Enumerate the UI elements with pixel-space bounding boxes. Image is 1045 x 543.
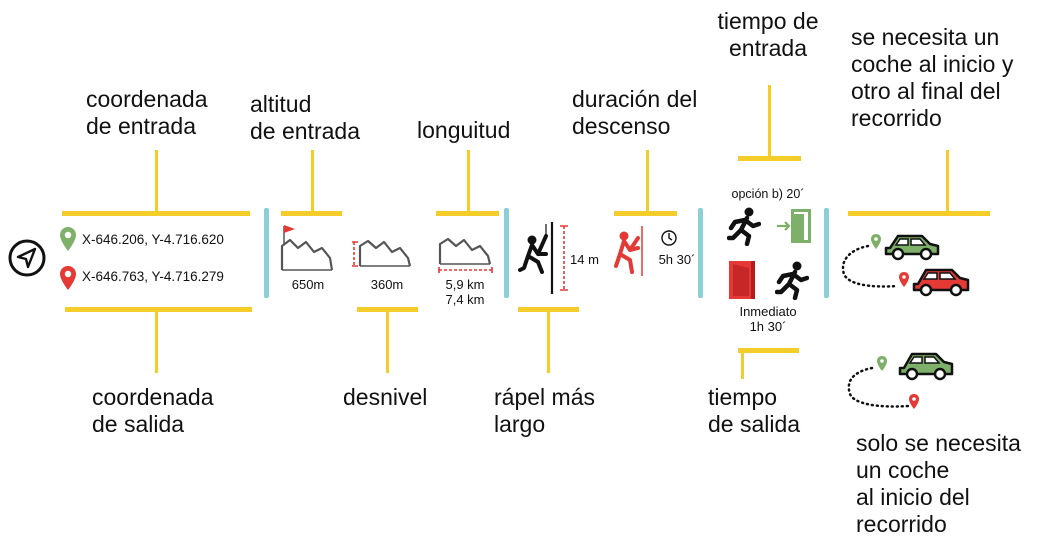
- compass-icon: [8, 239, 46, 277]
- bar-desnivel: [357, 307, 418, 312]
- separator-3: [698, 208, 703, 298]
- separator-2: [504, 208, 509, 298]
- connector-tiempo-entrada: [768, 85, 771, 157]
- value-longitud-2: 7,4 km: [445, 292, 485, 307]
- bar-rapel: [518, 307, 579, 312]
- value-rapel: 14 m: [570, 252, 599, 267]
- runner-icon: [775, 261, 809, 300]
- connector-duracion: [646, 150, 649, 212]
- connector-coord-salida: [155, 310, 158, 373]
- green-pin-icon: [877, 356, 887, 371]
- green-door-icon: [777, 209, 811, 243]
- clock-icon: [661, 230, 677, 246]
- connector-dos-coches: [946, 150, 949, 212]
- separator-1: [264, 208, 269, 298]
- connector-desnivel: [386, 310, 389, 373]
- bar-coord-salida: [65, 307, 252, 312]
- descent-person-icon: [614, 226, 643, 276]
- connector-rapel: [547, 310, 550, 373]
- one-car-route: [847, 352, 954, 409]
- connector-coord-entrada: [155, 150, 158, 212]
- red-pin-icon: [899, 272, 909, 287]
- rappel-icon: [518, 222, 568, 294]
- bar-tiempo-entrada: [738, 156, 801, 161]
- bar-longuitud: [436, 211, 499, 216]
- label-longuitud: longuitud: [417, 117, 511, 143]
- label-desnivel: desnivel: [343, 384, 428, 410]
- value-duracion: 5h 30´: [658, 252, 696, 267]
- value-desnivel: 360m: [370, 277, 404, 292]
- connector-tiempo-salida: [741, 351, 744, 379]
- bar-coord-entrada: [62, 211, 250, 216]
- value-salida-1: Inmediato: [739, 304, 797, 319]
- separator-4: [824, 208, 829, 298]
- bar-dos-coches: [848, 211, 990, 216]
- two-cars-route: [841, 234, 970, 297]
- connector-longuitud: [467, 150, 470, 212]
- green-pin-icon: [60, 227, 76, 251]
- bar-tiempo-salida: [738, 348, 799, 353]
- value-entrada-tiempo: opción b) 20´: [731, 187, 805, 201]
- red-car-icon: [912, 268, 970, 297]
- runner-icon: [727, 207, 761, 246]
- red-pin-icon: [909, 394, 919, 409]
- bar-duracion: [614, 211, 677, 216]
- mountain-length-icon: [438, 237, 493, 273]
- coord-end: X-646.763, Y-4.716.279: [82, 269, 224, 284]
- connector-altitud: [311, 150, 314, 212]
- red-door-icon: [729, 261, 755, 299]
- mountain-height-icon: [352, 239, 412, 267]
- mountain-flag-icon: [280, 225, 334, 271]
- green-car-icon: [898, 352, 954, 381]
- coord-start: X-646.206, Y-4.716.620: [82, 232, 224, 247]
- value-longitud-1: 5,9 km: [445, 277, 485, 292]
- red-pin-icon: [60, 266, 76, 290]
- bar-altitud: [281, 211, 342, 216]
- green-car-icon: [884, 234, 940, 261]
- value-altitud: 650m: [291, 277, 325, 292]
- green-pin-icon: [871, 234, 881, 249]
- value-salida-2: 1h 30´: [749, 319, 787, 334]
